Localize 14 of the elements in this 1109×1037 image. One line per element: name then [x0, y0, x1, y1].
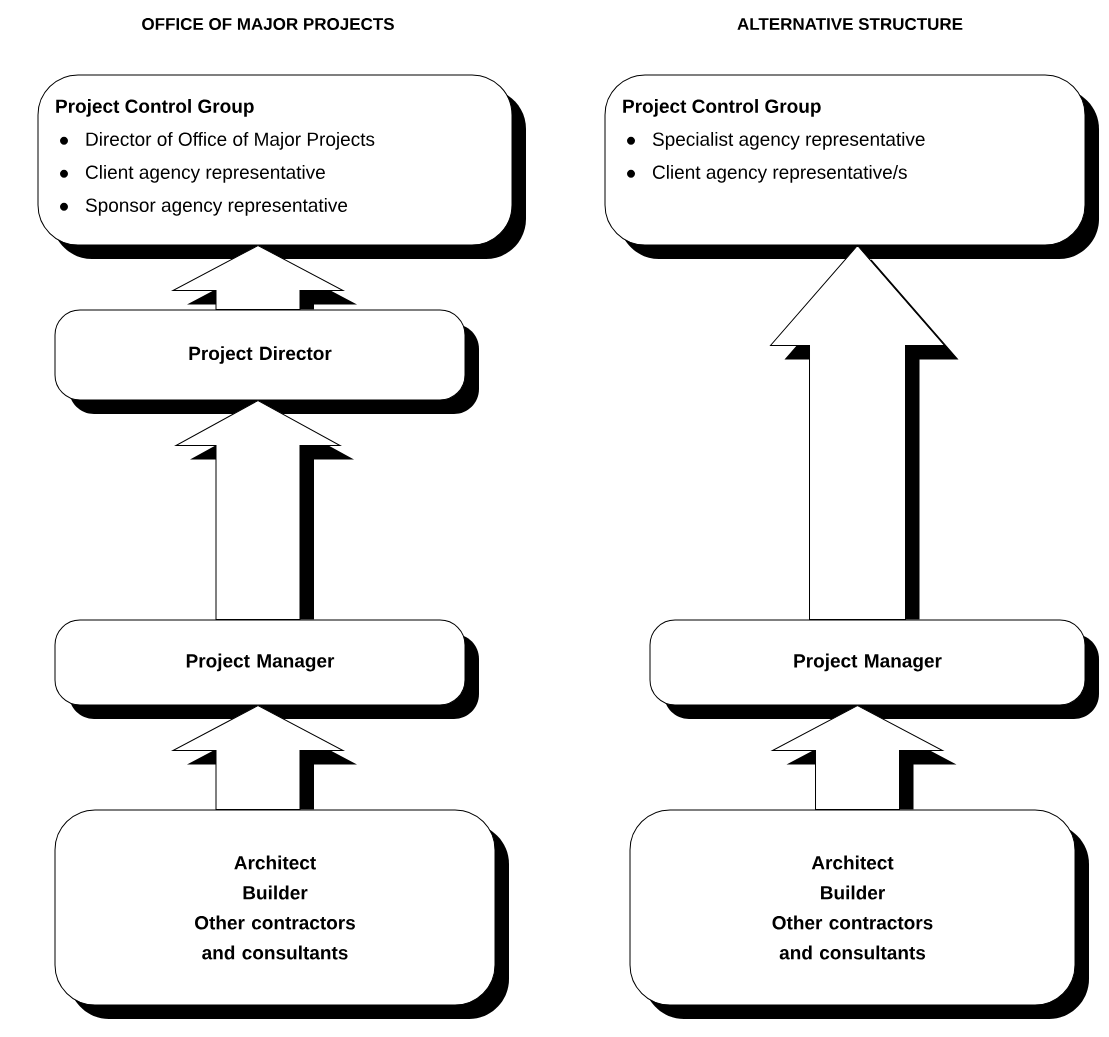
block-arrow	[172, 245, 357, 310]
block-arrow	[175, 400, 354, 620]
rounded-box: Project Director	[54, 309, 479, 414]
heading: OFFICE OF MAJOR PROJECTS	[142, 18, 394, 31]
heading: ALTERNATIVE STRUCTURE	[737, 18, 963, 31]
block-arrow	[770, 245, 959, 620]
rounded-box: Project Manager	[54, 619, 479, 719]
rounded-box: Project Control Group Director of Office of Major Projects Client agency representative Sponsor agency representative	[37, 74, 526, 259]
rounded-box: Project Control Group Specialist agency representative Client agency representative/s	[604, 74, 1099, 259]
rounded-box: Project Manager	[649, 619, 1099, 719]
block-arrow	[772, 705, 957, 810]
block-arrow	[172, 705, 357, 810]
rounded-box: Architect Builder Other contractors and consultants	[54, 809, 509, 1019]
rounded-box: Architect Builder Other contractors and consultants	[629, 809, 1089, 1019]
